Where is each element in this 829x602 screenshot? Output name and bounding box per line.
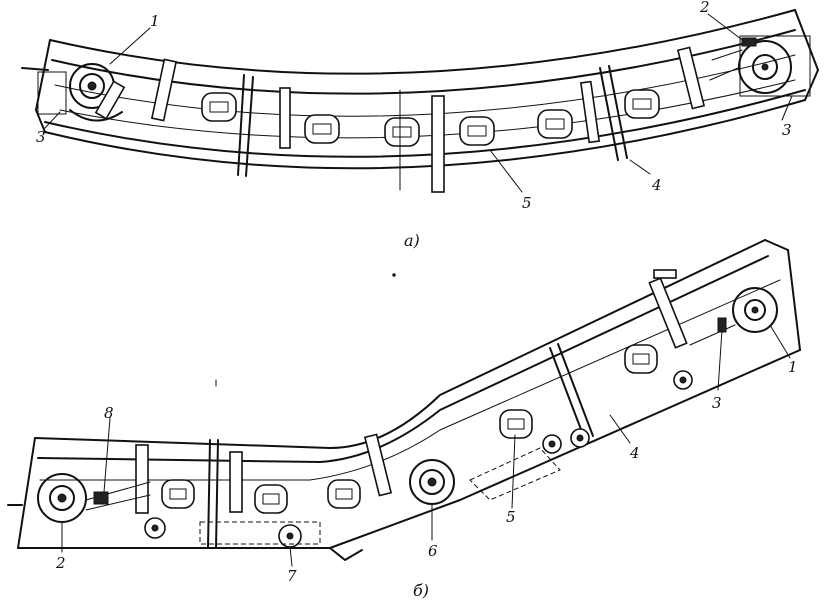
conveyor-b-wheels: [144, 370, 693, 548]
label-a-1: 1: [150, 12, 160, 30]
conveyor-a-right-drive: [709, 35, 811, 97]
label-b-2: 2: [55, 554, 66, 572]
conveyor-b-frame: [7, 239, 801, 561]
conveyor-b-callouts: [61, 324, 791, 567]
caption-a: а): [404, 231, 420, 250]
conveyor-b-left-drive: [37, 473, 151, 523]
label-b-5: 5: [506, 508, 516, 526]
label-b-8: 8: [104, 404, 114, 422]
conveyor-b: [7, 239, 801, 567]
label-a-3-right: 3: [782, 121, 792, 139]
conveyor-b-joints: [207, 343, 594, 549]
conveyor-a-rollers: [201, 89, 660, 147]
stray-dot: [392, 273, 396, 277]
conveyor-a-posts: [150, 46, 706, 193]
label-a-5: 5: [522, 194, 532, 212]
label-a-2: 2: [699, 0, 710, 16]
conveyor-a: [21, 9, 819, 193]
label-b-6: 6: [428, 542, 438, 560]
caption-b: б): [413, 581, 429, 600]
label-a-4: 4: [651, 176, 662, 194]
conveyor-a-callouts: [44, 13, 793, 193]
conveyor-a-joints: [237, 65, 628, 177]
figure-a-labels: 1 2 3 3 4 5 а): [36, 0, 792, 250]
conveyor-b-right-drive: [689, 287, 778, 346]
label-a-3-left: 3: [36, 128, 46, 146]
figure-b-labels: 1 2 3 4 5 6 7 8 б): [55, 358, 798, 600]
conveyor-b-posts: [135, 269, 688, 514]
label-b-3: 3: [712, 394, 722, 412]
label-b-4: 4: [629, 444, 640, 462]
conveyor-a-left-drive: [37, 63, 126, 122]
conveyor-b-rollers: [161, 344, 658, 514]
conveyor-b-bend-sprocket: [409, 459, 455, 505]
label-b-1: 1: [788, 358, 798, 376]
label-b-7: 7: [287, 567, 297, 585]
